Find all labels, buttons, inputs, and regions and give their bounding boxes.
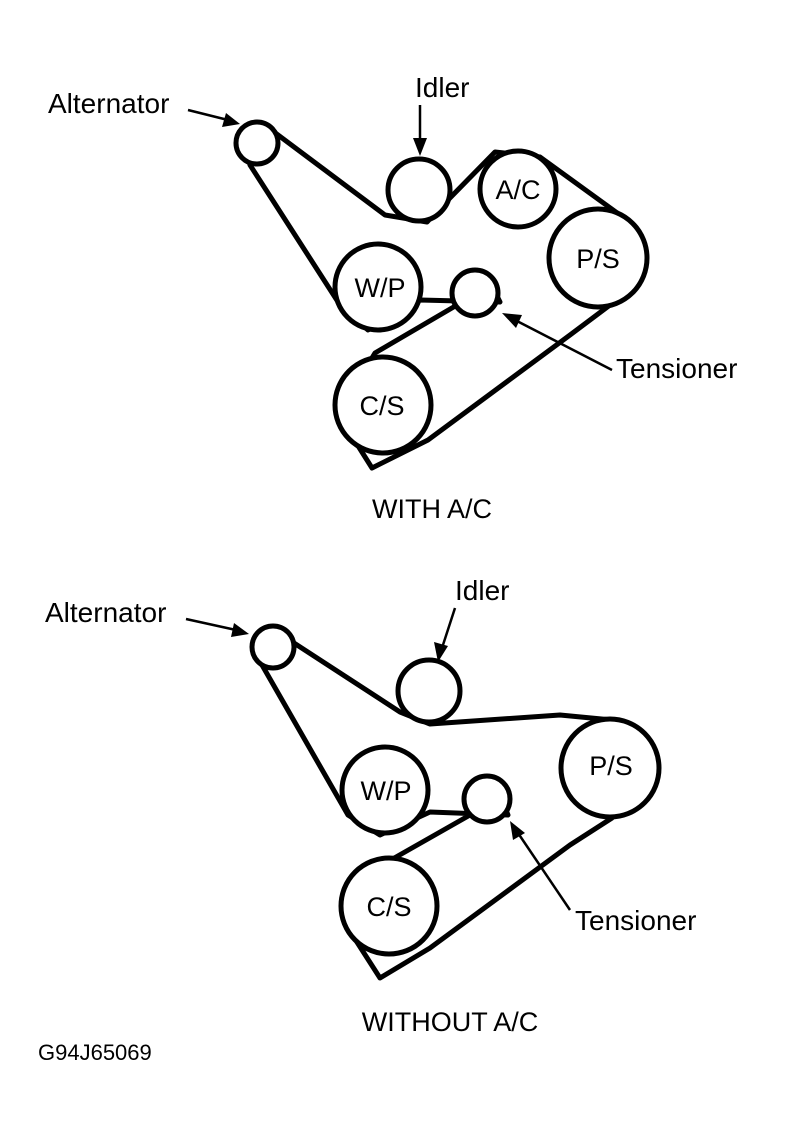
without-ac-alternator-pulley	[249, 623, 297, 671]
with-ac-caption: WITH A/C	[372, 494, 492, 524]
without-ac-alternator-arrow	[231, 623, 249, 637]
figure-code: G94J65069	[38, 1040, 152, 1065]
without-ac-tensioner-pulley	[461, 773, 513, 825]
with-ac-wp-label: W/P	[355, 273, 406, 303]
with-ac-cs-label: C/S	[359, 391, 404, 421]
with-ac-diagram: A/C P/S W/P C/S Alternator Idler Tension…	[48, 72, 737, 524]
without-ac-wp-label: W/P	[361, 776, 412, 806]
without-ac-alternator-leader	[185, 617, 237, 632]
without-ac-diagram: P/S W/P C/S Alternator Idler Tensioner W…	[45, 575, 696, 1037]
with-ac-idler-label: Idler	[415, 72, 469, 103]
without-ac-tensioner-label: Tensioner	[575, 905, 696, 936]
without-ac-cs-pulley	[338, 855, 440, 957]
with-ac-alternator-pulley	[233, 119, 281, 167]
with-ac-tensioner-leader	[514, 318, 613, 372]
with-ac-ps-pulley	[546, 206, 650, 310]
without-ac-alternator-label: Alternator	[45, 597, 166, 628]
with-ac-idler-pulley	[385, 156, 453, 224]
without-ac-ps-pulley	[558, 716, 662, 820]
with-ac-alternator-arrow	[222, 113, 240, 127]
with-ac-idler-arrow	[413, 138, 427, 156]
with-ac-tensioner-pulley	[449, 267, 501, 319]
without-ac-caption: WITHOUT A/C	[362, 1007, 539, 1037]
without-ac-tensioner-leader	[516, 832, 572, 911]
with-ac-tensioner-arrow	[502, 313, 522, 328]
without-ac-idler-pulley	[395, 657, 463, 725]
with-ac-ps-label: P/S	[576, 244, 620, 274]
without-ac-ps-label: P/S	[589, 751, 633, 781]
with-ac-alternator-label: Alternator	[48, 88, 169, 119]
with-ac-ac-label: A/C	[495, 175, 540, 205]
without-ac-tensioner-arrow	[510, 821, 525, 840]
without-ac-cs-label: C/S	[366, 892, 411, 922]
with-ac-tensioner-label: Tensioner	[616, 353, 737, 384]
with-ac-ac-pulley	[477, 148, 559, 230]
without-ac-idler-label: Idler	[455, 575, 509, 606]
with-ac-cs-pulley	[332, 354, 434, 456]
with-ac-alternator-leader	[187, 108, 229, 122]
without-ac-idler-arrow	[434, 642, 448, 662]
without-ac-wp-pulley	[339, 744, 431, 836]
with-ac-wp-pulley	[332, 241, 424, 333]
without-ac-idler-leader	[440, 607, 457, 649]
